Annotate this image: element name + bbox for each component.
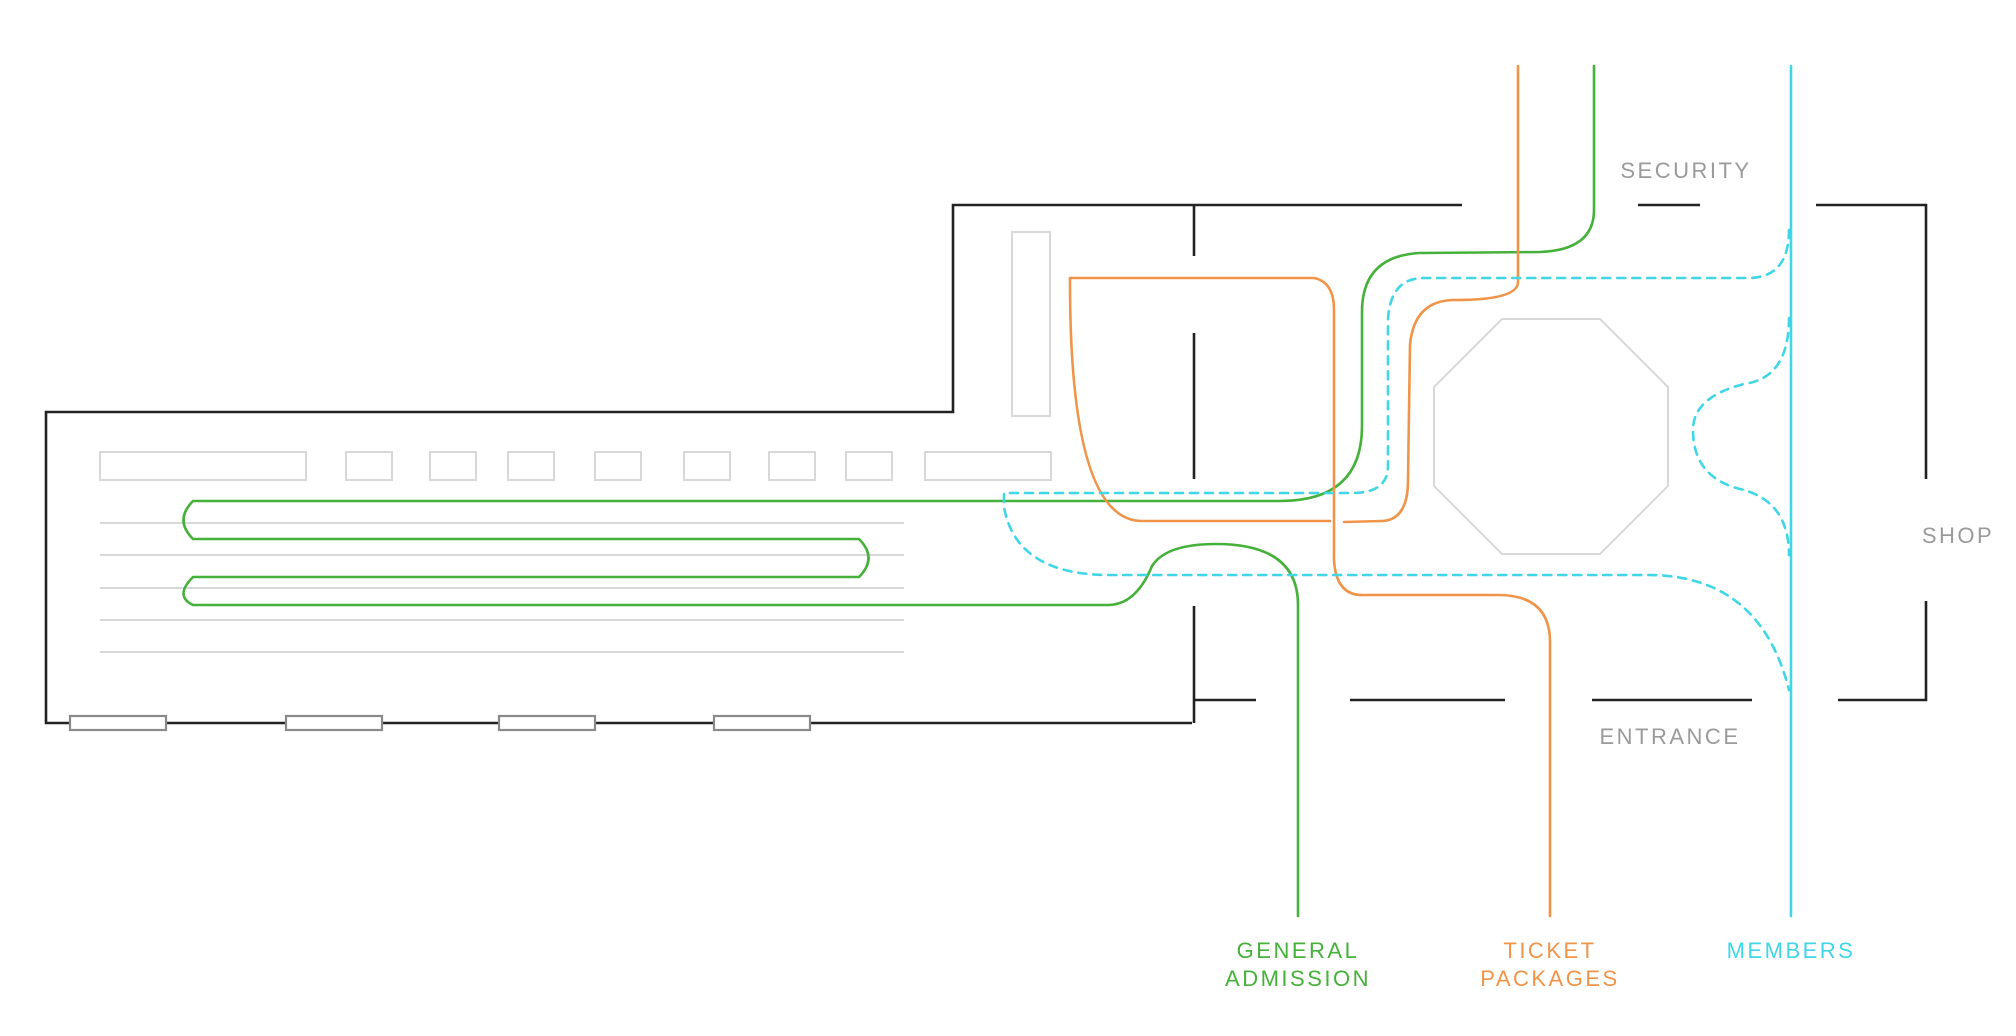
ticket-packages-path (1342, 64, 1520, 524)
route-members (1002, 64, 1793, 918)
route-ticket-packages (1068, 64, 1552, 918)
building-walls (44, 203, 1928, 725)
shop-label: SHOP (1922, 523, 1994, 548)
security-label: SECURITY (1620, 158, 1751, 183)
entrance-label: ENTRANCE (1599, 724, 1740, 749)
main-hall-wall (44, 203, 1462, 725)
counter (683, 451, 731, 481)
members-dashed-path (1002, 228, 1791, 692)
counter (845, 451, 893, 481)
ticket-packages-label: PACKAGES (1480, 966, 1619, 991)
door (284, 714, 384, 732)
counter (594, 451, 642, 481)
shop-wall-lower (1838, 601, 1928, 702)
members-dashed-path (1691, 316, 1791, 557)
exterior-doors (68, 714, 812, 732)
fixtures (99, 231, 1669, 653)
counter (99, 451, 307, 481)
door (497, 714, 597, 732)
vertical-counter (1011, 231, 1051, 417)
octagon-display (1433, 318, 1669, 555)
door (712, 714, 812, 732)
general-admission-path (182, 64, 1596, 918)
general-admission-label: GENERAL (1237, 938, 1360, 963)
shop-wall (1816, 203, 1928, 479)
door (68, 714, 168, 732)
counter (507, 451, 555, 481)
counter (924, 451, 1052, 481)
counter (768, 451, 816, 481)
members-label: MEMBERS (1727, 938, 1856, 963)
ticket-packages-label: TICKET (1503, 938, 1596, 963)
counter (345, 451, 393, 481)
route-general-admission (182, 64, 1596, 918)
ticket-packages-path (1068, 276, 1552, 918)
general-admission-label: ADMISSION (1225, 966, 1371, 991)
counter (429, 451, 477, 481)
